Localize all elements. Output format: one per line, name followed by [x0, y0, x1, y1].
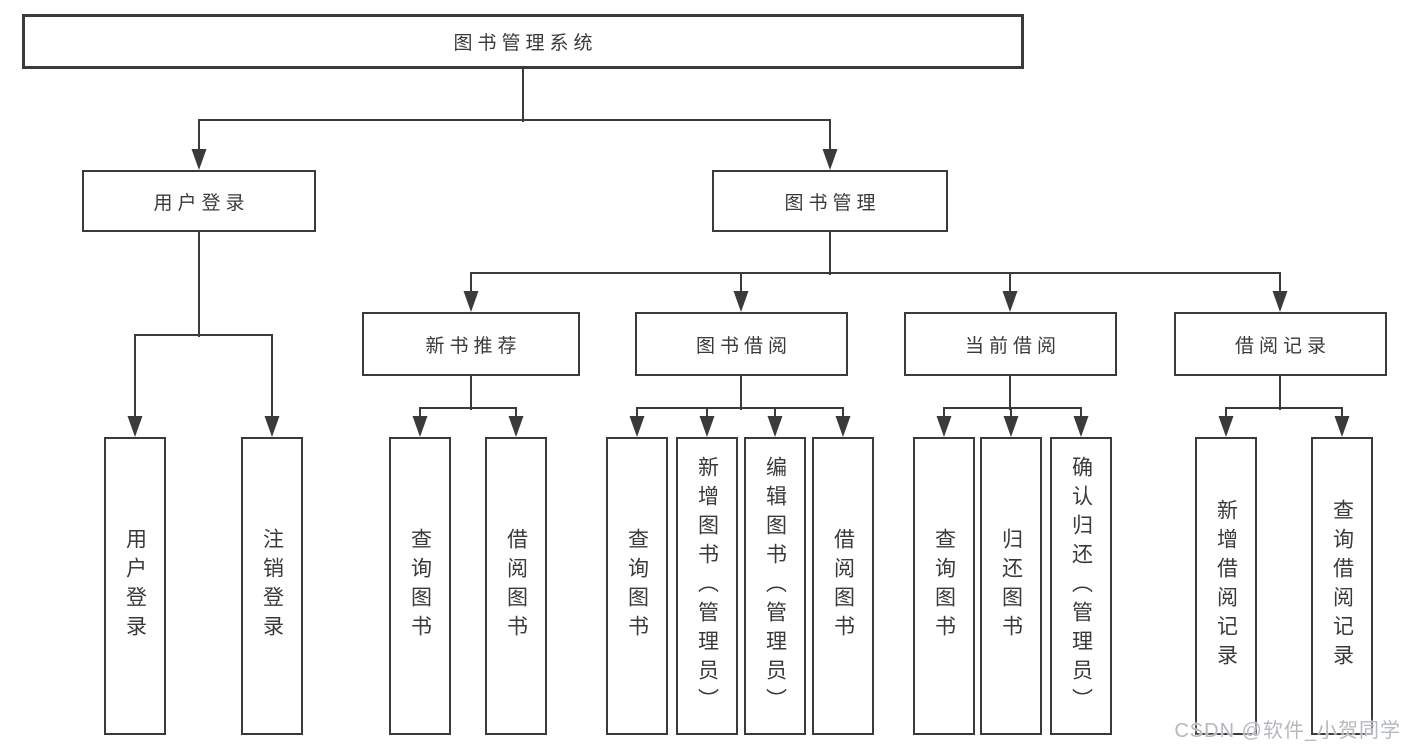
leaf-edit-books-admin-label: 编辑图书（管理员）	[763, 455, 787, 717]
leaf-query-books-current: 查询图书	[913, 437, 975, 735]
leaf-return-books-label: 归还图书	[999, 528, 1023, 644]
leaf-query-books-current-label: 查询图书	[932, 528, 956, 644]
leaf-query-books-recommend: 查询图书	[389, 437, 451, 735]
leaf-edit-books-admin: 编辑图书（管理员）	[744, 437, 806, 735]
leaf-logout: 注销登录	[241, 437, 303, 735]
csdn-watermark: CSDN @软件_小贺同学	[1174, 720, 1401, 742]
node-new-book-recommend-label: 新书推荐	[425, 335, 522, 357]
leaf-add-books-admin-label: 新增图书（管理员）	[695, 455, 719, 717]
leaf-confirm-return-admin: 确认归还（管理员）	[1050, 437, 1112, 735]
node-new-book-recommend: 新书推荐	[362, 312, 580, 376]
leaf-user-login-label: 用户登录	[123, 528, 147, 644]
node-user-login: 用户登录	[82, 170, 316, 232]
node-current-borrow: 当前借阅	[904, 312, 1117, 376]
leaf-borrow-books-recommend: 借阅图书	[485, 437, 547, 735]
leaf-borrow-books-label: 借阅图书	[831, 528, 855, 644]
leaf-logout-label: 注销登录	[260, 528, 284, 644]
node-root-library-system: 图书管理系统	[22, 14, 1024, 69]
leaf-user-login: 用户登录	[104, 437, 166, 735]
leaf-query-borrow-record-label: 查询借阅记录	[1330, 499, 1354, 673]
leaf-add-borrow-record: 新增借阅记录	[1195, 437, 1257, 735]
connector-new-book-group	[419, 376, 517, 420]
node-current-borrow-label: 当前借阅	[964, 335, 1061, 357]
node-root-label: 图书管理系统	[453, 33, 598, 54]
node-book-borrow-label: 图书借阅	[695, 335, 792, 357]
connector-borrow-records-group	[1225, 376, 1343, 420]
connector-user-login-group	[134, 232, 273, 420]
node-book-management-label: 图书管理	[784, 192, 881, 214]
leaf-query-books-borrow: 查询图书	[606, 437, 668, 735]
node-borrow-records: 借阅记录	[1174, 312, 1387, 376]
node-user-login-label: 用户登录	[153, 192, 250, 214]
leaf-query-borrow-record: 查询借阅记录	[1311, 437, 1373, 735]
leaf-borrow-books-recommend-label: 借阅图书	[504, 528, 528, 644]
leaf-add-borrow-record-label: 新增借阅记录	[1214, 499, 1238, 673]
leaf-return-books: 归还图书	[980, 437, 1042, 735]
leaf-borrow-books: 借阅图书	[812, 437, 874, 735]
leaf-add-books-admin: 新增图书（管理员）	[676, 437, 738, 735]
node-borrow-records-label: 借阅记录	[1234, 335, 1331, 357]
arrowheads	[127, 149, 1350, 437]
node-book-management: 图书管理	[712, 170, 948, 232]
connector-root-to-level2	[198, 69, 831, 152]
node-book-borrow: 图书借阅	[635, 312, 848, 376]
connector-book-management-group	[470, 232, 1281, 295]
leaf-query-books-borrow-label: 查询图书	[625, 528, 649, 644]
connector-current-borrow-group	[943, 376, 1082, 420]
leaf-confirm-return-admin-label: 确认归还（管理员）	[1069, 455, 1093, 717]
connector-book-borrow-group	[636, 376, 844, 420]
leaf-query-books-recommend-label: 查询图书	[408, 528, 432, 644]
